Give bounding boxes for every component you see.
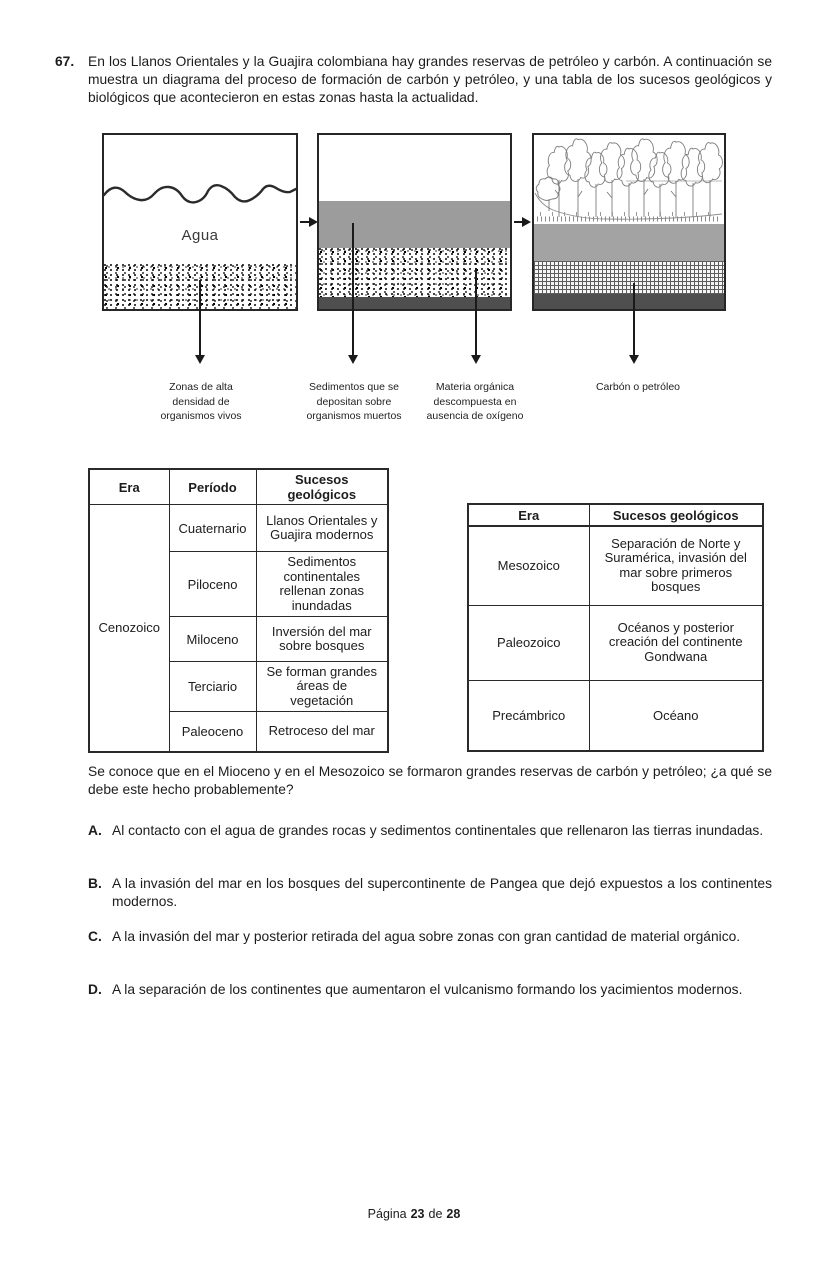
diagram-stage1-water-box: Agua (102, 133, 298, 311)
option-d: D. A la separación de los continentes qu… (88, 981, 772, 999)
event-cell: Llanos Orientales y Guajira modernos (255, 504, 389, 552)
table-row: Miloceno Inversión del mar sobre bosques (89, 616, 389, 662)
option-c-text: A la invasión del mar y posterior retira… (112, 929, 741, 944)
table-row: Cenozoico Cuaternario Llanos Orientales … (88, 504, 389, 752)
question-prompt: Se conoce que en el Mioceno y en el Meso… (88, 764, 772, 797)
table-row: Piloceno Sedimentos continentales rellen… (89, 551, 389, 617)
caption-coal-petroleum: Carbón o petróleo (595, 381, 681, 393)
forest-sketch (534, 138, 724, 224)
era-cell: Precámbrico (467, 679, 590, 752)
period-cell: Terciario (168, 661, 257, 712)
organic-matter-layer (319, 248, 510, 297)
sediment-layer (319, 201, 510, 248)
option-c: C. A la invasión del mar y posterior ret… (88, 928, 772, 946)
pointer-arrow-organisms-icon (195, 280, 205, 364)
caption-sediments: Sedimentos que se depositan sobre organi… (306, 381, 402, 422)
era-cell: Cenozoico (88, 504, 170, 752)
event-cell: Océano (588, 679, 764, 752)
table-row: Mesozoico Separación de Norte y Suraméri… (467, 525, 764, 606)
era-cell: Paleozoico (467, 604, 590, 681)
event-cell: Sedimentos continentales rellenan zonas … (255, 551, 389, 617)
option-c-letter: C. (88, 929, 102, 944)
question-intro-text: En los Llanos Orientales y la Guajira co… (88, 54, 772, 105)
caption-living-organisms: Zonas de alta densidad de organismos viv… (160, 381, 242, 422)
coal-petroleum-layer (534, 261, 724, 294)
table-row: Terciario Se forman grandes áreas de veg… (89, 661, 389, 712)
older-eras-table: Era Sucesos geológicos Mesozoico Separac… (467, 503, 764, 752)
sediment-layer (534, 224, 724, 261)
table-row: Paleoceno Retroceso del mar (89, 711, 389, 752)
pointer-arrow-coal-icon (629, 283, 639, 364)
column-header-events: Sucesos geológicos (255, 468, 389, 505)
pointer-arrow-sediments-icon (348, 223, 358, 364)
table-row: Paleozoico Océanos y posterior creación … (467, 604, 764, 681)
footer-page-number: 23 (410, 1207, 425, 1221)
diagram-stage3-forest-box (532, 133, 726, 311)
option-d-letter: D. (88, 982, 102, 997)
footer-label: Página (367, 1207, 407, 1221)
water-label: Agua (181, 227, 219, 244)
period-cell: Piloceno (168, 551, 257, 617)
period-cell: Paleoceno (168, 711, 257, 752)
flow-arrow-stage2-to-3-icon (514, 217, 531, 227)
option-a: A. Al contacto con el agua de grandes ro… (88, 822, 772, 840)
option-b-text: A la invasión del mar en los bosques del… (112, 876, 772, 909)
event-cell: Separación de Norte y Suramérica, invasi… (588, 525, 764, 606)
bedrock-layer (319, 297, 510, 309)
option-b: B. A la invasión del mar en los bosques … (88, 875, 772, 911)
event-cell: Océanos y posterior creación del contine… (588, 604, 764, 681)
event-cell: Inversión del mar sobre bosques (255, 616, 389, 662)
option-b-letter: B. (88, 876, 102, 891)
column-header-period: Período (168, 468, 257, 505)
diagram-stage2-sediment-box (317, 133, 512, 311)
column-header-era: Era (88, 468, 170, 505)
event-cell: Retroceso del mar (255, 711, 389, 752)
question-number: 67. (55, 54, 75, 69)
footer-of: de (428, 1207, 443, 1221)
page-footer: Página 23 de 28 (0, 1207, 828, 1221)
column-header-events: Sucesos geológicos (588, 503, 764, 527)
caption-organic-matter: Materia orgánica descompuesta en ausenci… (426, 381, 524, 422)
period-cell: Cuaternario (168, 504, 257, 552)
event-cell: Se forman grandes áreas de vegetación (255, 661, 389, 712)
question-intro: 67. En los Llanos Orientales y la Guajir… (55, 53, 772, 107)
cenozoic-periods-table: Era Período Sucesos geológicos Cenozoico… (88, 468, 389, 753)
water-wave-line (104, 182, 296, 212)
option-d-text: A la separación de los continentes que a… (112, 982, 743, 997)
bedrock-layer (534, 294, 724, 309)
era-cell: Mesozoico (467, 525, 590, 606)
footer-total-pages: 28 (446, 1207, 461, 1221)
period-cell: Miloceno (168, 616, 257, 662)
option-a-letter: A. (88, 823, 102, 838)
column-header-era: Era (467, 503, 590, 527)
table-row: Precámbrico Océano (467, 679, 764, 752)
option-a-text: Al contacto con el agua de grandes rocas… (112, 823, 764, 838)
flow-arrow-stage1-to-2-icon (300, 217, 318, 227)
pointer-arrow-organic-matter-icon (471, 268, 481, 364)
